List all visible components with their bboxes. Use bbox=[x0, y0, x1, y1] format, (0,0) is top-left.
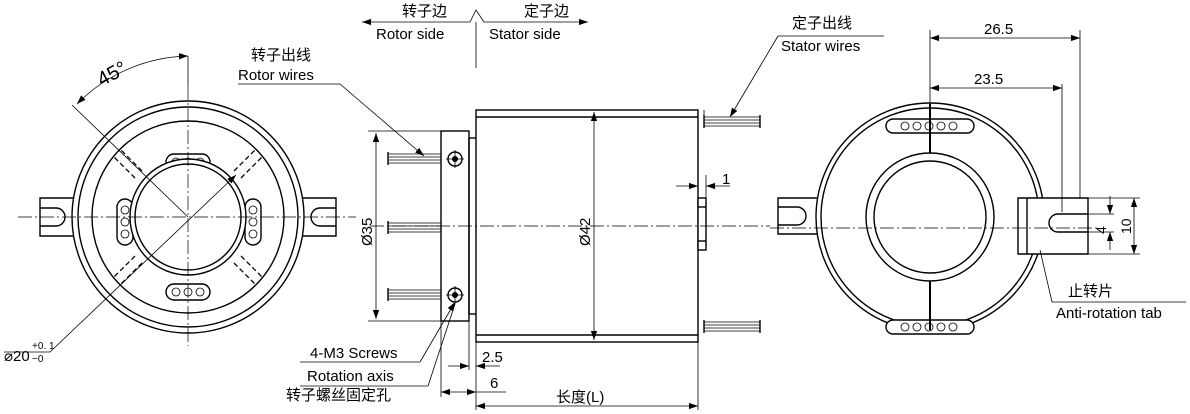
rotor-side-label: Rotor side bbox=[376, 26, 444, 43]
bore-tolerance-upper: +0. 1 bbox=[32, 341, 55, 352]
anti-rotation-label: Anti-rotation tab bbox=[1056, 305, 1162, 322]
wire-slot-right bbox=[244, 198, 262, 246]
body-diameter-label: Ø42 bbox=[577, 218, 594, 246]
rotor-wires-cn: 转子出线 bbox=[251, 47, 311, 64]
rotor-wire-bundles bbox=[387, 152, 441, 301]
bore-tolerance-lower: −0 bbox=[32, 354, 44, 365]
stator-wire-bundles bbox=[703, 110, 761, 333]
stator-bore-inner bbox=[873, 160, 987, 274]
screws-label: 4-M3 Screws bbox=[310, 345, 398, 362]
outer-ring-inner-edge bbox=[77, 106, 299, 328]
screw-top bbox=[446, 150, 464, 168]
rotor-face-view: 45° ⌀20 +0. 1 −0 bbox=[4, 53, 356, 365]
stator-side-label: Stator side bbox=[489, 26, 561, 43]
stator-wires-cn: 定子出线 bbox=[792, 15, 852, 32]
bore-dimension: ⌀20 bbox=[4, 348, 30, 365]
stator-left-ear bbox=[777, 197, 819, 235]
diagonal-bands bbox=[112, 148, 264, 286]
side-elevation-view: 转子边 Rotor side 定子边 Stator side Ø42 bbox=[238, 3, 884, 410]
bore-leader bbox=[49, 174, 237, 353]
anti-rotation-stub bbox=[697, 197, 707, 251]
dim-4-label: 4 bbox=[1093, 226, 1109, 234]
anti-rotation-cn: 止转片 bbox=[1068, 283, 1113, 300]
stator-wires-label: Stator wires bbox=[781, 38, 860, 55]
dim-6-label: 6 bbox=[490, 375, 498, 392]
stator-bore-outer bbox=[865, 152, 995, 282]
stator-side-cn: 定子边 bbox=[524, 3, 569, 20]
angle-label: 45° bbox=[94, 57, 131, 91]
dim-23-5-label: 23.5 bbox=[974, 71, 1003, 88]
rotor-side-cn: 转子边 bbox=[402, 3, 447, 20]
rotor-holes-cn: 转子螺丝固定孔 bbox=[286, 387, 391, 404]
angle-ref-line bbox=[71, 104, 189, 218]
rotor-wires-label: Rotor wires bbox=[238, 67, 314, 84]
dim-26-5-label: 26.5 bbox=[984, 21, 1013, 38]
wire-slot-left bbox=[116, 198, 134, 246]
anti-rotation-tab bbox=[1017, 197, 1089, 255]
length-label: 长度(L) bbox=[556, 389, 604, 406]
rotation-axis-label: Rotation axis bbox=[307, 368, 394, 385]
angle-arc bbox=[76, 53, 189, 105]
stator-face-view: 26.5 23.5 4 10 止转片 Anti-rotation tab bbox=[770, 21, 1186, 335]
flange-diameter-label: Ø35 bbox=[359, 218, 376, 246]
dim-2-5-label: 2.5 bbox=[482, 349, 503, 366]
dim-10-label: 10 bbox=[1118, 218, 1134, 234]
tab-offset-label: 1 bbox=[722, 171, 730, 188]
